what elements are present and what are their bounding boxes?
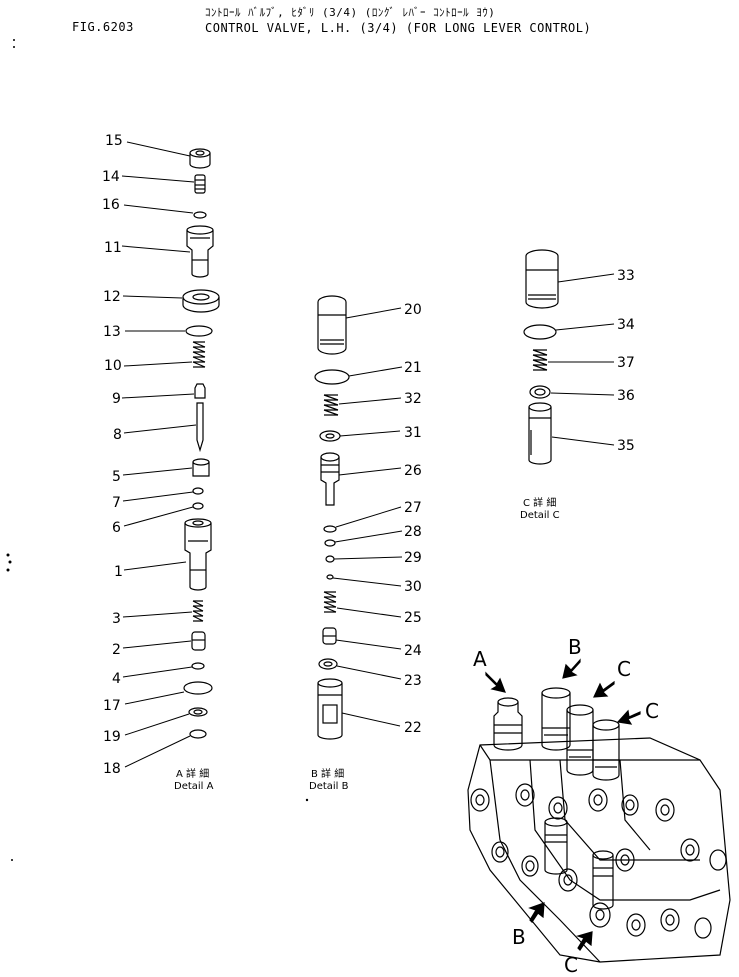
valve-assembly-drawing: [467, 687, 731, 963]
callout-c-top: C: [617, 657, 631, 681]
part-label: 14: [102, 169, 120, 185]
part-label: 26: [404, 463, 422, 479]
detail-b-caption: Detail B: [309, 781, 349, 792]
part-label: 17: [103, 698, 121, 714]
detail-c-caption: Detail C: [520, 510, 560, 521]
part-label: 34: [617, 317, 635, 333]
callout-a: A: [473, 647, 487, 671]
callout-b-bottom: B: [512, 925, 526, 949]
assembly-arrows: [485, 658, 641, 951]
part-label: 12: [103, 289, 121, 305]
assembly-callout-letters: A B C C B C: [473, 635, 659, 977]
part-label: 7: [112, 495, 121, 511]
part-label: 9: [112, 391, 121, 407]
detail-b-caption-jp: B 詳 細: [311, 767, 344, 780]
detail-b-leaders: [332, 307, 403, 727]
detail-a-caption-jp: A 詳 細: [176, 767, 209, 780]
scan-speckles: [6, 39, 309, 861]
part-label: 2: [112, 642, 121, 658]
part-label: 22: [404, 720, 422, 736]
callout-c-right: C: [645, 699, 659, 723]
detail-c-leaders: [548, 273, 615, 446]
part-label: 5: [112, 469, 121, 485]
part-label: 15: [105, 133, 123, 149]
detail-b-column: [314, 295, 350, 740]
part-label: 31: [404, 425, 422, 441]
detail-c-caption-jp: C 詳 細: [523, 496, 556, 509]
part-label: 16: [102, 197, 120, 213]
part-label: 33: [617, 268, 635, 284]
part-label: 24: [404, 643, 422, 659]
part-label: 28: [404, 524, 422, 540]
part-number-labels: 15 14 16 11 12 13 10 9 8 5 7 6 1 3 2 4 1…: [102, 133, 635, 777]
part-label: 8: [113, 427, 122, 443]
detail-a-caption: Detail A: [174, 781, 214, 792]
part-label: 32: [404, 391, 422, 407]
part-label: 37: [617, 355, 635, 371]
part-label: 18: [103, 761, 121, 777]
part-label: 13: [103, 324, 121, 340]
part-label: 23: [404, 673, 422, 689]
part-label: 29: [404, 550, 422, 566]
part-label: 36: [617, 388, 635, 404]
detail-a-column: [182, 148, 220, 739]
part-label: 35: [617, 438, 635, 454]
part-label: 25: [404, 610, 422, 626]
part-label: 19: [103, 729, 121, 745]
title-japanese: ｺﾝﾄﾛｰﾙ ﾊﾞﾙﾌﾞ, ﾋﾀﾞﾘ (3/4) (ﾛﾝｸﾞ ﾚﾊﾞｰ ｺﾝﾄﾛ…: [205, 6, 496, 19]
figure-number: FIG.6203: [72, 20, 134, 34]
callout-c-bottom: C: [564, 953, 578, 977]
detail-a-leaders: [121, 141, 197, 768]
part-label: 4: [112, 671, 121, 687]
part-label: 11: [104, 240, 122, 256]
detail-captions: A 詳 細 Detail A B 詳 細 Detail B C 詳 細 Deta…: [174, 496, 560, 792]
part-label: 1: [114, 564, 123, 580]
part-label: 21: [404, 360, 422, 376]
title-english: CONTROL VALVE, L.H. (3/4) (FOR LONG LEVE…: [205, 21, 592, 35]
detail-c-column: [523, 249, 559, 465]
callout-b-top: B: [568, 635, 582, 659]
part-label: 30: [404, 579, 422, 595]
part-label: 10: [104, 358, 122, 374]
part-label: 27: [404, 500, 422, 516]
part-label: 3: [112, 611, 121, 627]
part-label: 20: [404, 302, 422, 318]
part-label: 6: [112, 520, 121, 536]
